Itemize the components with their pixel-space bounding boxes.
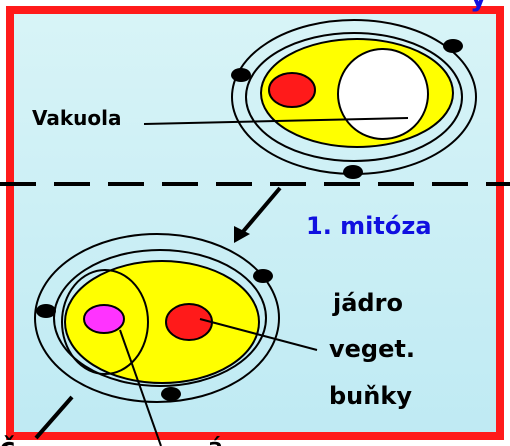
vegetative-nucleus-label-line2: veget. [329,335,415,363]
wall-pore-dot [36,304,56,318]
wall-pore-dot [161,387,181,401]
generative-cell-nucleus [84,305,124,333]
vacuole [338,49,428,139]
nucleus [269,73,315,107]
wall-pore-dot [443,39,463,53]
vacuole-label: Vakuola [32,106,122,130]
clipped-label-fragment: á [208,435,223,446]
mitosis-heading: 1. mitóza [306,212,432,240]
vegetative-nucleus-label-line3: buňky [329,382,412,410]
vegetative-nucleus-label-line1: jádro [332,289,403,317]
wall-pore-dot [231,68,251,82]
wall-pore-dot [253,269,273,283]
vegetative-nucleus [166,304,212,340]
wall-pore-dot [343,165,363,179]
clipped-label-fragment: č [0,433,15,446]
clipped-heading-fragment: y [470,0,487,13]
